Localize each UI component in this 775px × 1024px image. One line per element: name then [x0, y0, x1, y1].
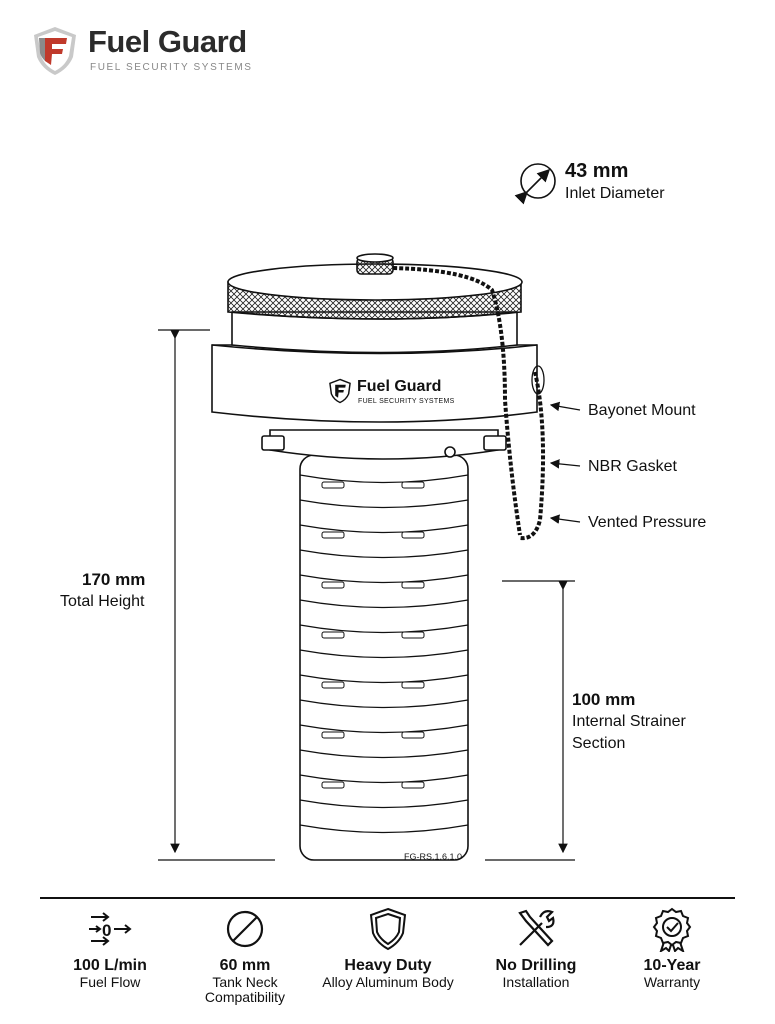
feature-value: No Drilling — [495, 957, 577, 974]
strainer-dimension — [485, 580, 575, 861]
collar-logo: Fuel Guard FUEL SECURITY SYSTEMS — [328, 376, 478, 414]
cap — [227, 253, 523, 354]
feature-label: Alloy Aluminum Body — [322, 974, 454, 990]
diameter-icon — [226, 910, 264, 948]
feature-tank-neck: 60 mm Tank Neck Compatibility — [175, 905, 315, 1005]
feature-label: Warranty — [643, 974, 701, 990]
feature-value: Heavy Duty — [344, 957, 432, 974]
brand-name: Fuel Guard — [88, 24, 247, 59]
feature-value: 100 L/min — [73, 957, 147, 974]
feature-value: 60 mm — [219, 957, 271, 974]
callout-bayonet-mount: Bayonet Mount — [588, 402, 696, 419]
collar-brand-name: Fuel Guard — [357, 378, 442, 395]
shield-icon — [369, 907, 407, 951]
inlet-diameter-label: Inlet Diameter — [565, 185, 665, 202]
strainer-value: 100 mm — [572, 690, 636, 709]
bayonet-collar — [211, 344, 538, 460]
collar-shield-icon — [329, 378, 351, 404]
collar-brand-tagline: FUEL SECURITY SYSTEMS — [358, 398, 455, 405]
strainer-label-line2: Section — [572, 735, 626, 752]
brand-logo: Fuel Guard FUEL SECURITY SYSTEMS — [30, 22, 280, 78]
feature-fuel-flow: 0 100 L/min Fuel Flow — [40, 905, 180, 990]
part-number: FG-RS.1.6.1.0 — [404, 852, 463, 862]
tether-chain — [392, 266, 546, 541]
total-height-dimension — [158, 329, 275, 861]
total-height-label: Total Height — [60, 593, 145, 610]
flow-icon: 0 — [89, 912, 132, 946]
total-height-value: 170 mm — [82, 570, 146, 589]
callout-leaders — [549, 401, 581, 524]
tools-icon — [518, 909, 555, 947]
callout-vented-pressure: Vented Pressure — [588, 514, 707, 531]
feature-warranty: 10-Year Warranty — [602, 905, 742, 990]
inlet-diameter-icon — [514, 163, 556, 205]
feature-heavy-duty: Heavy Duty Alloy Aluminum Body — [318, 905, 458, 990]
svg-text:0: 0 — [102, 921, 111, 940]
feature-value: 10-Year — [643, 957, 701, 974]
shield-logo-icon — [34, 27, 76, 75]
feature-label: Tank Neck — [212, 974, 278, 990]
callout-nbr-gasket: NBR Gasket — [588, 458, 677, 475]
brand-tagline: FUEL SECURITY SYSTEMS — [90, 62, 253, 73]
strainer-body — [299, 454, 469, 861]
strainer-label-line1: Internal Strainer — [572, 713, 686, 730]
feature-label-line2: Compatibility — [204, 989, 286, 1005]
feature-no-drilling: No Drilling Installation — [466, 905, 606, 990]
feature-label: Installation — [502, 974, 570, 990]
feature-label: Fuel Flow — [79, 974, 141, 990]
award-badge-icon — [652, 907, 692, 952]
inlet-diameter-value: 43 mm — [565, 160, 629, 182]
